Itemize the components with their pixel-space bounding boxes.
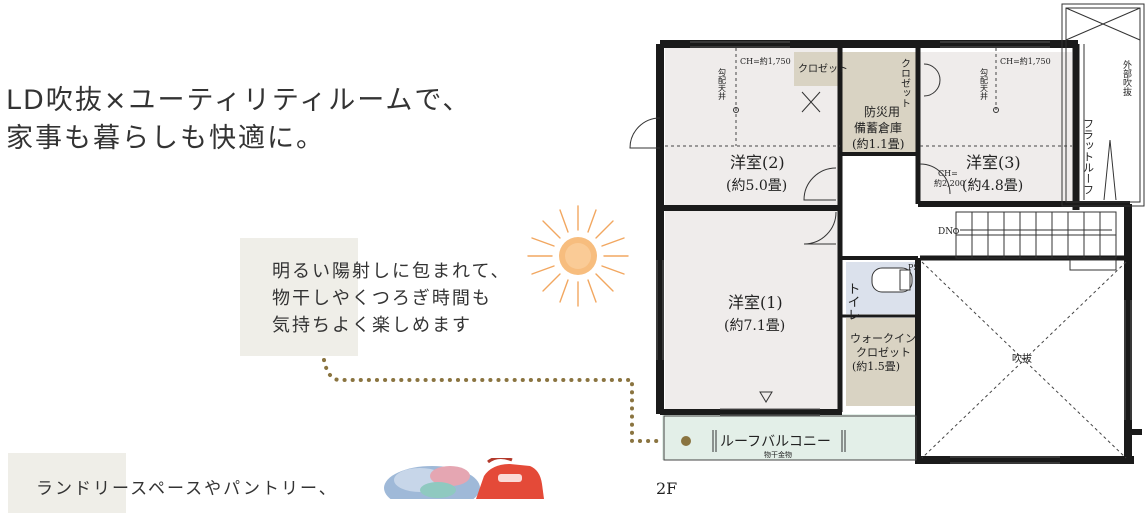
down-label: DN: [938, 227, 953, 237]
room-3-size: (約4.8畳): [962, 178, 1023, 194]
balcony-area: [662, 414, 918, 460]
outer-void-label: 外部吹抜: [1121, 59, 1132, 97]
room-2-size: (約5.0畳): [726, 178, 787, 194]
walkin-line-3: (約1.5畳): [852, 359, 900, 373]
closet-vertical-label: クロゼット: [899, 58, 911, 108]
room-2-label: 洋室(2): [730, 153, 785, 172]
callout-line-2: 物干しやくつろぎ時間も: [272, 288, 492, 309]
closet-horizontal-label: クロゼット: [798, 63, 848, 75]
toilet-label: トイレ: [845, 282, 860, 321]
ps-label: PS: [908, 263, 919, 272]
ceiling-height-right: CH=約1,750: [1000, 56, 1051, 66]
callout-text: 明るい陽射しに包まれて、 物干しやくつろぎ時間も 気持ちよく楽しめます: [272, 258, 511, 339]
callout-bottom-text: ランドリースペースやパントリー、: [36, 474, 338, 499]
storage-line-2: 備蓄倉庫: [854, 120, 902, 135]
floor-label: 2F: [656, 479, 677, 498]
slope-ceiling-right: 勾配天井: [980, 67, 989, 101]
laundry-illustration: [384, 458, 544, 499]
ceiling-height-mid-2: 約2,200: [934, 178, 965, 188]
headline-line-2: 家事も暮らしも快適に。: [6, 123, 325, 154]
headline-line-1: LD吹抜×ユーティリティルームで、: [6, 85, 472, 116]
headline: LD吹抜×ユーティリティルームで、 家事も暮らしも快適に。: [6, 82, 471, 158]
floor-plan: 洋室(2) (約5.0畳) 洋室(3) (約4.8畳) 洋室(1) (約7.1畳…: [629, 3, 1145, 498]
callout-accent-block: [240, 238, 358, 356]
walkin-line-1: ウォークイン: [850, 332, 916, 345]
closet-left-area: [794, 52, 842, 86]
ceiling-height-left: CH=約1,750: [740, 56, 791, 66]
void-label: 吹抜: [1012, 352, 1032, 365]
sun-icon: [527, 205, 629, 307]
storage-line-1: 防災用: [864, 104, 900, 119]
walkin-closet-area: [846, 318, 918, 406]
slope-ceiling-left: 勾配天井: [718, 67, 727, 101]
storage-area: [842, 52, 920, 154]
balcony-note: 物干金物: [764, 450, 792, 459]
room-1-label: 洋室(1): [728, 293, 783, 312]
flat-roof-label: フラットルーフ: [1082, 118, 1095, 195]
ceiling-height-mid-1: CH=: [938, 169, 958, 178]
walkin-line-2: クロゼット: [856, 346, 911, 359]
balcony-label: ルーフバルコニー: [720, 434, 831, 450]
room-1-size: (約7.1畳): [724, 318, 785, 334]
callout-line-3: 気持ちよく楽しめます: [272, 315, 472, 336]
room-3-label: 洋室(3): [966, 153, 1021, 172]
callout-bottom-line-1: ランドリースペースやパントリー、: [36, 479, 338, 499]
storage-line-3: (約1.1畳): [852, 136, 904, 151]
callout-line-1: 明るい陽射しに包まれて、: [272, 261, 511, 282]
